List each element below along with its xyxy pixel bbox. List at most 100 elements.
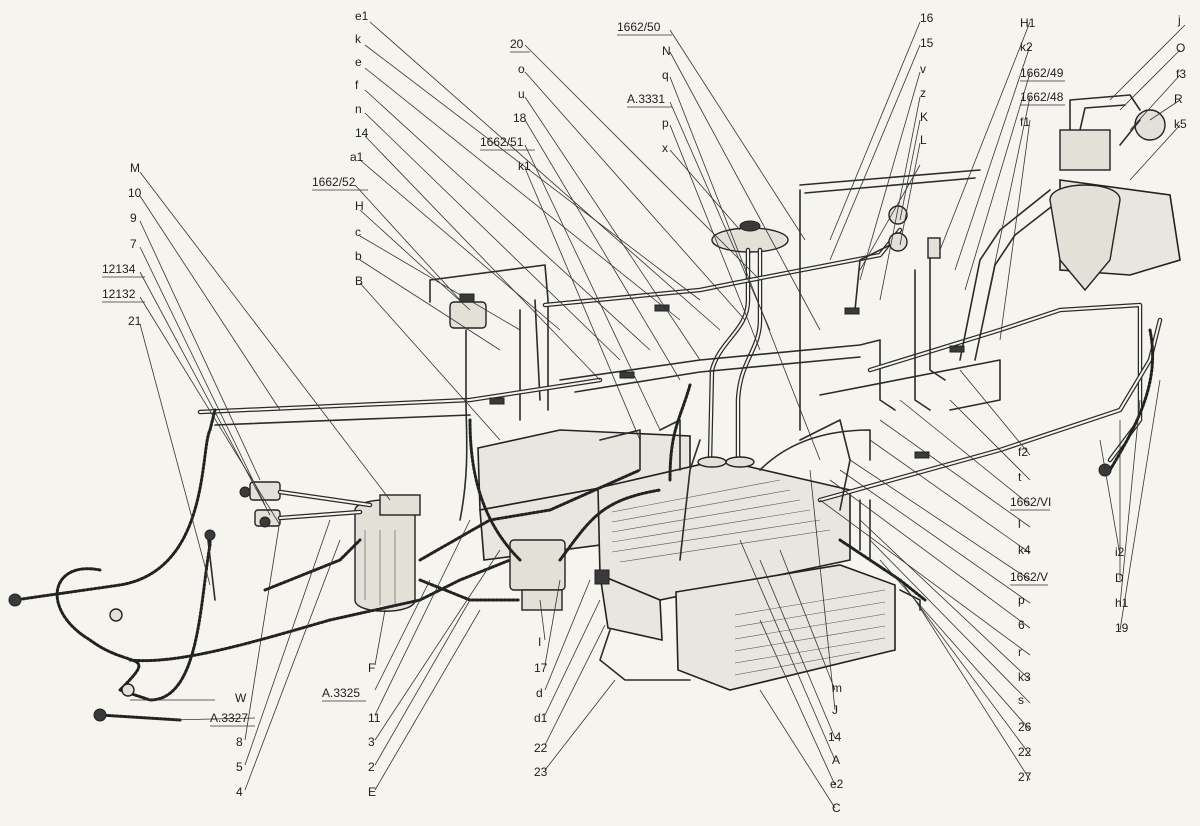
left-fuel-filter bbox=[354, 494, 421, 612]
label-A: A bbox=[832, 753, 840, 767]
label-15: 15 bbox=[920, 36, 934, 50]
label-i2: i2 bbox=[1115, 545, 1125, 559]
label-k: k bbox=[355, 32, 362, 46]
gauge-fittings bbox=[888, 205, 941, 259]
label-s: s bbox=[1018, 693, 1024, 707]
left-fittings bbox=[239, 481, 373, 528]
label-12134: 12134 bbox=[102, 262, 136, 276]
label-d: d bbox=[536, 686, 543, 700]
label-f: f bbox=[355, 78, 359, 92]
label-9: 9 bbox=[130, 211, 137, 225]
label-5: 5 bbox=[236, 760, 243, 774]
pipe-fittings bbox=[489, 304, 965, 459]
label-l: l bbox=[1018, 517, 1021, 531]
main-tank bbox=[597, 459, 851, 642]
label-D: D bbox=[1115, 571, 1124, 585]
label-2: 2 bbox=[368, 760, 375, 774]
label-d1: d1 bbox=[534, 711, 548, 725]
label-u: u bbox=[518, 87, 525, 101]
label-underlines bbox=[102, 34, 1065, 727]
label-k5: k5 bbox=[1174, 117, 1187, 131]
label-k1: k1 bbox=[518, 159, 531, 173]
label-1662-49: 1662/49 bbox=[1020, 66, 1064, 80]
label-B: B bbox=[355, 274, 363, 288]
label-k4: k4 bbox=[1018, 543, 1031, 557]
label-1662-51: 1662/51 bbox=[480, 135, 524, 149]
label-R: R bbox=[1174, 92, 1183, 106]
label-H: H bbox=[355, 199, 364, 213]
label-f2: f2 bbox=[1018, 445, 1028, 459]
label-W: W bbox=[235, 691, 247, 705]
label-r: r bbox=[1018, 645, 1022, 659]
label-e: e bbox=[355, 55, 362, 69]
label-10: 10 bbox=[128, 186, 142, 200]
label-1662-48: 1662/48 bbox=[1020, 90, 1064, 104]
label-16: 16 bbox=[920, 11, 934, 25]
label-F: F bbox=[368, 661, 375, 675]
label-b: b bbox=[355, 249, 362, 263]
label-1662-VI: 1662/VI bbox=[1010, 495, 1051, 509]
label-h1: h1 bbox=[1115, 596, 1129, 610]
leader-lines bbox=[130, 21, 1186, 809]
label-p-top: p bbox=[662, 116, 669, 130]
label-p-right: p bbox=[1018, 593, 1025, 607]
label-22-right: 22 bbox=[1018, 745, 1032, 759]
label-1662-50: 1662/50 bbox=[617, 20, 661, 34]
label-17: 17 bbox=[534, 661, 548, 675]
label-18: 18 bbox=[513, 111, 527, 125]
label-14-bottom: 14 bbox=[828, 730, 842, 744]
label-L: L bbox=[920, 133, 927, 147]
label-A3331: A.3331 bbox=[627, 92, 665, 106]
label-4: 4 bbox=[236, 785, 243, 799]
label-20: 20 bbox=[510, 37, 524, 51]
front-tank bbox=[675, 564, 896, 691]
label-I: I bbox=[538, 635, 541, 649]
label-a1: a1 bbox=[350, 150, 364, 164]
label-22-bottom: 22 bbox=[534, 741, 548, 755]
label-A3327: A.3327 bbox=[210, 711, 248, 725]
label-q: q bbox=[662, 68, 669, 82]
label-O: O bbox=[1176, 41, 1185, 55]
label-k3: k3 bbox=[1018, 670, 1031, 684]
label-21: 21 bbox=[128, 314, 142, 328]
label-t: t bbox=[1018, 470, 1022, 484]
label-14: 14 bbox=[355, 126, 369, 140]
label-C: C bbox=[832, 801, 841, 815]
label-f1: f1 bbox=[1020, 115, 1030, 129]
label-J: J bbox=[832, 703, 838, 717]
label-27: 27 bbox=[1018, 770, 1032, 784]
label-23: 23 bbox=[534, 765, 548, 779]
label-H1: H1 bbox=[1020, 16, 1036, 30]
canister-filter-unit bbox=[1049, 94, 1181, 292]
label-k2: k2 bbox=[1020, 40, 1033, 54]
upper-left-valve bbox=[449, 293, 487, 521]
filler-neck bbox=[697, 220, 789, 468]
label-N: N bbox=[662, 44, 671, 58]
label-E: E bbox=[368, 785, 376, 799]
label-n: n bbox=[355, 102, 362, 116]
label-o: o bbox=[518, 62, 525, 76]
label-K: K bbox=[920, 110, 928, 124]
label-e2: e2 bbox=[830, 777, 844, 791]
label-1662-52: 1662/52 bbox=[312, 175, 356, 189]
label-x: x bbox=[662, 141, 668, 155]
label-12132: 12132 bbox=[102, 287, 136, 301]
label-3: 3 bbox=[368, 735, 375, 749]
label-j: j bbox=[1177, 13, 1181, 27]
label-m: m bbox=[832, 681, 842, 695]
label-6: 6 bbox=[1018, 618, 1025, 632]
label-M: M bbox=[130, 161, 140, 175]
label-7: 7 bbox=[130, 237, 137, 251]
label-1662-V: 1662/V bbox=[1010, 570, 1048, 584]
label-v: v bbox=[920, 62, 926, 76]
label-A3325: A.3325 bbox=[322, 686, 360, 700]
label-11: 11 bbox=[368, 711, 381, 725]
label-e1: e1 bbox=[355, 9, 369, 23]
label-19: 19 bbox=[1115, 621, 1129, 635]
label-z: z bbox=[920, 86, 926, 100]
label-c: c bbox=[355, 225, 361, 239]
pump-manifold bbox=[509, 539, 610, 611]
label-8: 8 bbox=[236, 735, 243, 749]
label-f3: f3 bbox=[1176, 67, 1186, 81]
